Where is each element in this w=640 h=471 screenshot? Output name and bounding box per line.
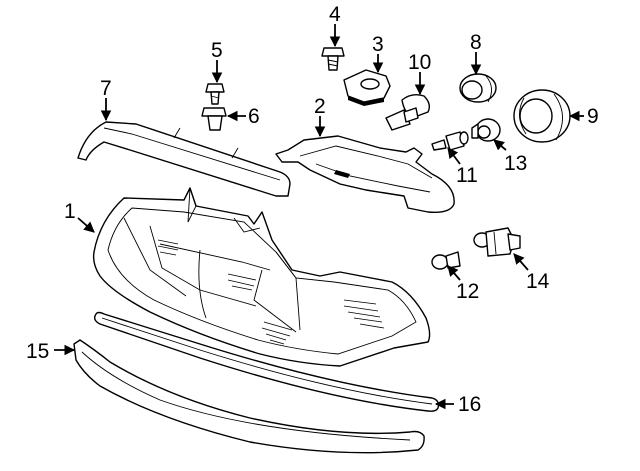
rubber-grommet	[459, 73, 497, 103]
screw-small	[205, 83, 225, 105]
callout-5: 5	[211, 39, 223, 62]
callout-11: 11	[456, 164, 478, 187]
callout-1: 1	[64, 200, 76, 223]
callout-16: 16	[458, 393, 481, 416]
callout-13: 13	[504, 152, 527, 175]
bulb	[431, 131, 469, 151]
lower-trim-moulding	[73, 339, 425, 454]
callout-10: 10	[408, 51, 431, 74]
callout-6: 6	[248, 105, 260, 128]
callout-labels: 4 5 6 3 10 8 9 2 7 1 11 13 12 14 15 16	[26, 3, 599, 416]
headlamp-housing	[92, 187, 431, 367]
callout-3: 3	[372, 33, 384, 56]
callout-2: 2	[314, 95, 326, 118]
callout-4: 4	[329, 3, 341, 26]
callout-9: 9	[587, 105, 599, 128]
callout-7: 7	[100, 77, 112, 100]
side-marker-bulb	[431, 251, 461, 270]
side-marker-socket	[473, 227, 521, 257]
bulb-socket	[385, 93, 431, 131]
screw	[321, 47, 345, 71]
callout-15: 15	[26, 340, 49, 363]
clip-nut	[201, 107, 227, 131]
mounting-bracket	[275, 135, 455, 214]
callout-14: 14	[526, 270, 550, 293]
dust-cover	[513, 89, 571, 143]
adjuster-cap	[343, 69, 391, 106]
bulb-socket-round	[471, 118, 501, 142]
leader-lines	[54, 24, 584, 410]
upper-trim-strip	[77, 121, 291, 197]
callout-12: 12	[456, 280, 479, 303]
callout-8: 8	[470, 31, 482, 54]
